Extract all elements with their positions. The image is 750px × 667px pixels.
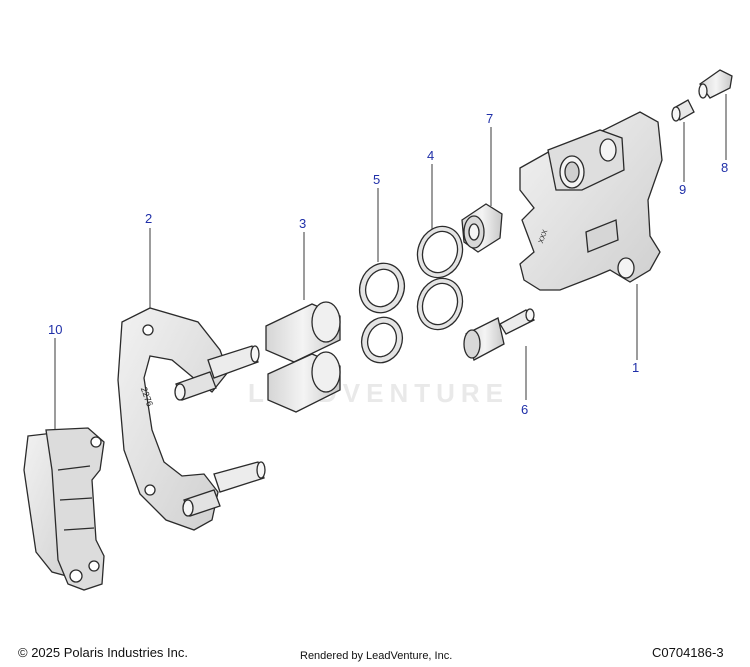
slide-pin-with-boot bbox=[463, 308, 536, 361]
callout-5: 5 bbox=[373, 172, 381, 187]
piston-square-seals bbox=[416, 225, 464, 331]
diagram-id: C0704186-3 bbox=[652, 645, 724, 660]
caliper-part-mark: XXX bbox=[538, 229, 549, 245]
callout-3: 3 bbox=[299, 216, 307, 231]
callout-9: 9 bbox=[679, 182, 687, 197]
pin-boot-upper bbox=[461, 203, 503, 253]
callout-6: 6 bbox=[521, 402, 529, 417]
brake-pad-assembly bbox=[23, 427, 105, 591]
bleeder-cap bbox=[671, 99, 695, 122]
leader-lines bbox=[54, 94, 727, 432]
callout-10: 10 bbox=[48, 322, 63, 337]
caliper-pistons bbox=[265, 301, 341, 413]
callout-2: 2 bbox=[145, 211, 153, 226]
callout-7: 7 bbox=[486, 111, 494, 126]
bleeder-screw bbox=[698, 69, 733, 99]
caliper-bracket: 2276 bbox=[117, 307, 266, 531]
callout-1: 1 bbox=[632, 360, 640, 375]
piston-dust-seals bbox=[358, 262, 406, 364]
caliper-body: XXX bbox=[519, 111, 663, 291]
rendered-by-text: Rendered by LeadVenture, Inc. bbox=[300, 650, 453, 662]
callout-4: 4 bbox=[427, 148, 435, 163]
callout-8: 8 bbox=[721, 160, 729, 175]
copyright-text: © 2025 Polaris Industries Inc. bbox=[18, 645, 188, 660]
